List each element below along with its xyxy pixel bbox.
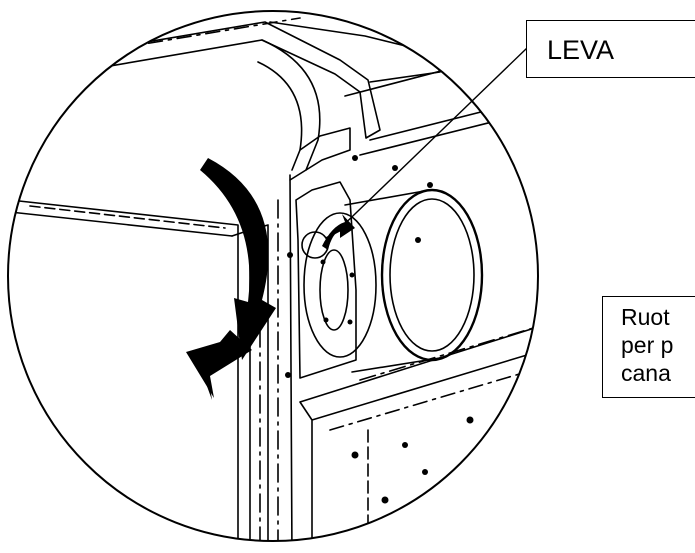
duct-opening xyxy=(380,188,484,362)
bracket-plate xyxy=(295,181,357,379)
note-line: per p xyxy=(621,332,674,358)
left-panel-dash xyxy=(29,205,226,229)
flange-ring xyxy=(303,212,377,358)
curved-corner-inner xyxy=(257,61,303,171)
bracket-top xyxy=(289,127,351,181)
screw-holes xyxy=(285,155,474,504)
curved-arrow-icon xyxy=(196,158,276,400)
bottom-shelf-dash xyxy=(329,361,538,431)
note-line: Ruot xyxy=(621,304,670,330)
duct-opening-inner xyxy=(389,198,475,352)
note-line: cana xyxy=(621,360,671,386)
bottom-shelf xyxy=(299,319,538,541)
arrow-icon xyxy=(322,214,355,250)
note-callout: Ruot per p cana xyxy=(602,296,695,398)
left-panel xyxy=(9,199,239,541)
detail-circle xyxy=(7,10,539,542)
leva-callout: LEVA xyxy=(526,20,695,78)
curved-arrow-head-icon xyxy=(186,330,252,398)
curved-corner xyxy=(261,39,321,171)
top-panel-dash xyxy=(119,17,301,49)
top-panel xyxy=(39,21,381,139)
flange-inner xyxy=(319,249,349,331)
leva-leader-line xyxy=(327,47,528,241)
back-wall-dash xyxy=(359,319,538,381)
